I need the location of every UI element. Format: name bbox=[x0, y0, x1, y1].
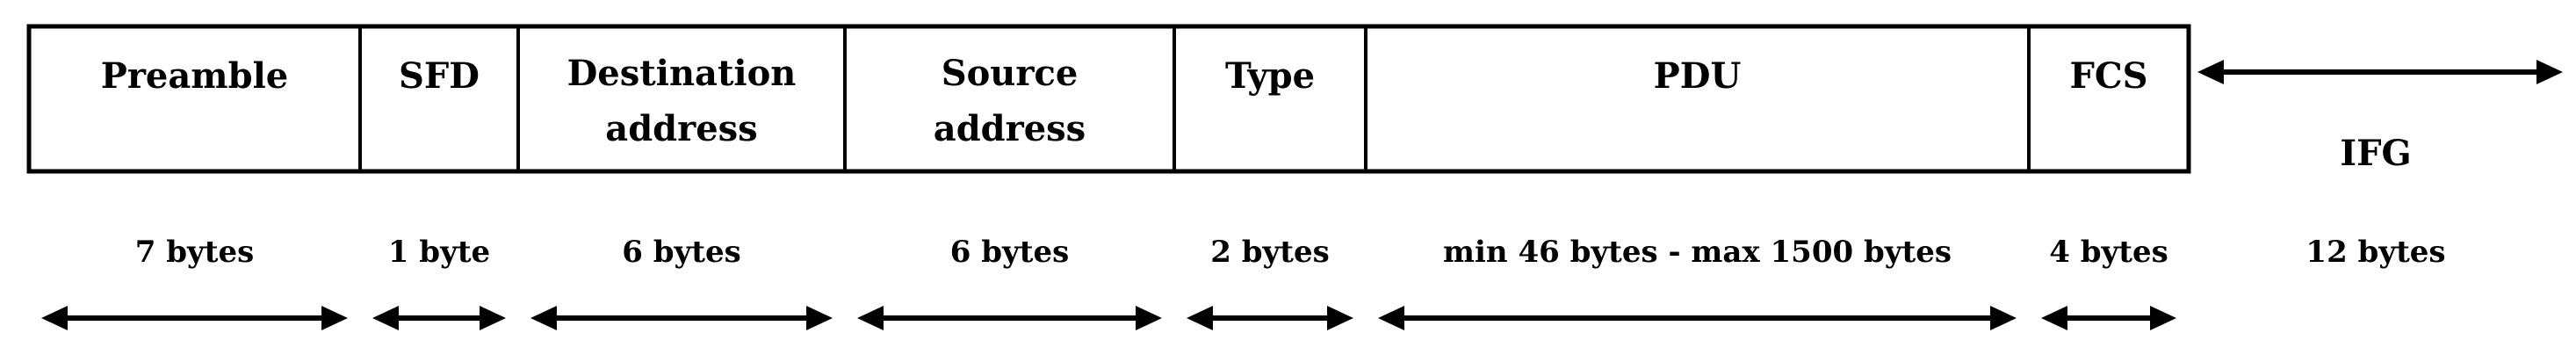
size-arrow-source-address bbox=[857, 306, 1162, 330]
size-arrow-preamble-left-head bbox=[41, 306, 68, 330]
size-arrow-source-address-right-head bbox=[1136, 306, 1162, 330]
size-arrow-ifg-right-head bbox=[2536, 60, 2563, 84]
size-arrow-sfd bbox=[372, 306, 506, 330]
size-arrow-ifg-left-head bbox=[2197, 60, 2224, 84]
size-arrow-sfd-left-head bbox=[372, 306, 399, 330]
size-arrow-fcs-left-head bbox=[2041, 306, 2067, 330]
size-label-sfd: 1 byte bbox=[388, 235, 490, 270]
size-label-fcs: 4 bytes bbox=[2049, 235, 2168, 270]
size-arrow-preamble-right-head bbox=[321, 306, 348, 330]
size-arrow-source-address-left-head bbox=[857, 306, 884, 330]
size-arrow-ifg bbox=[2197, 60, 2563, 84]
size-label-type: 2 bytes bbox=[1210, 235, 1330, 270]
size-arrow-destination-address-left-head bbox=[530, 306, 557, 330]
size-label-ifg: 12 bytes bbox=[2305, 235, 2445, 270]
field-label-fcs: FCS bbox=[2069, 55, 2147, 97]
field-label-source-address-line2: address bbox=[934, 108, 1086, 149]
frame-outline bbox=[26, 24, 2191, 174]
size-arrow-fcs-right-head bbox=[2150, 306, 2176, 330]
field-label-preamble: Preamble bbox=[101, 55, 288, 97]
field-boxes bbox=[26, 24, 2191, 174]
size-label-destination-address: 6 bytes bbox=[622, 235, 741, 270]
size-arrow-pdu-right-head bbox=[1990, 306, 2017, 330]
size-arrow-destination-address bbox=[530, 306, 833, 330]
size-arrow-type-left-head bbox=[1187, 306, 1213, 330]
size-arrow-pdu-left-head bbox=[1378, 306, 1404, 330]
size-arrow-fcs bbox=[2041, 306, 2176, 330]
size-arrows bbox=[41, 306, 2176, 330]
size-label-source-address: 6 bytes bbox=[950, 235, 1070, 270]
field-sizes: 7 bytes 1 byte 6 bytes 6 bytes 2 bytes min 46… bbox=[135, 235, 2168, 270]
size-arrow-sfd-right-head bbox=[480, 306, 506, 330]
size-arrow-pdu bbox=[1378, 306, 2017, 330]
size-label-preamble: 7 bytes bbox=[135, 235, 255, 270]
field-label-sfd: SFD bbox=[399, 55, 480, 97]
size-arrow-preamble bbox=[41, 306, 348, 330]
field-label-destination-address-line2: address bbox=[605, 108, 757, 149]
size-label-pdu: min 46 bytes - max 1500 bytes bbox=[1443, 235, 1952, 270]
inter-frame-gap: IFG 12 bytes bbox=[2197, 60, 2563, 270]
field-labels: Preamble SFD Destination address Source addre… bbox=[101, 53, 2148, 149]
field-label-source-address-line1: Source bbox=[942, 53, 1079, 94]
field-label-pdu: PDU bbox=[1654, 55, 1742, 97]
size-arrow-type-right-head bbox=[1327, 306, 1353, 330]
field-label-destination-address-line1: Destination bbox=[567, 53, 797, 94]
gap-label-ifg: IFG bbox=[2340, 133, 2411, 174]
size-arrow-type bbox=[1187, 306, 1353, 330]
field-label-type: Type bbox=[1225, 55, 1315, 97]
size-arrow-destination-address-right-head bbox=[806, 306, 833, 330]
